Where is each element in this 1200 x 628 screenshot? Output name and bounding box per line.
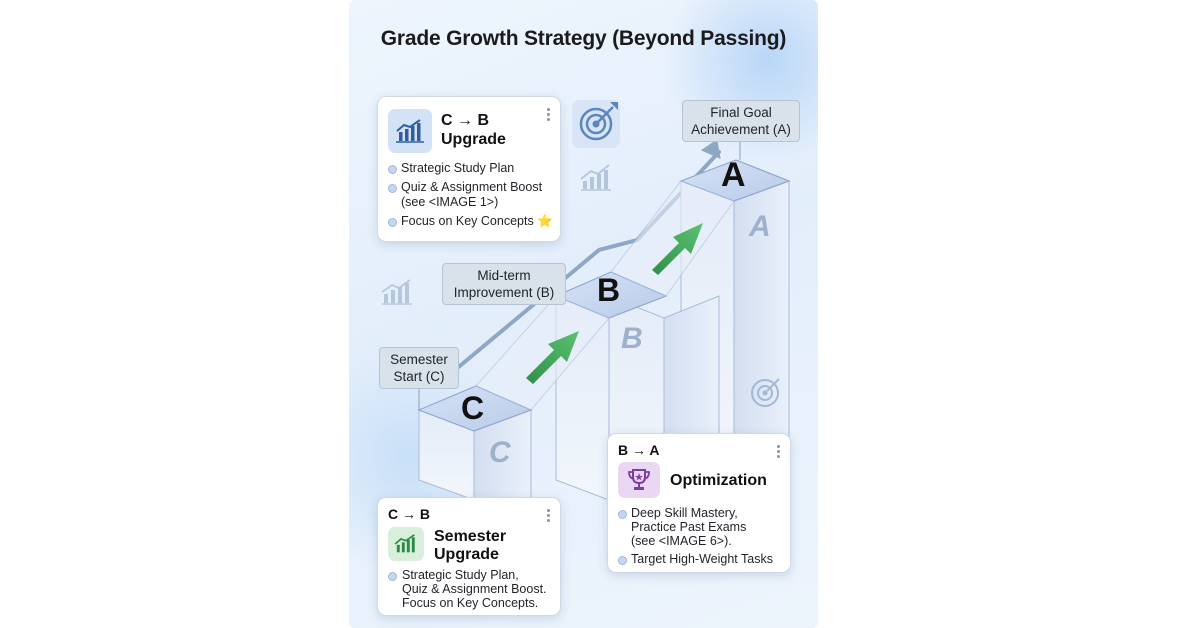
block-c (417, 295, 610, 501)
block-letter-a-front: A (749, 210, 771, 243)
list-item: Target High-Weight Tasks (618, 552, 786, 567)
bullet-dot (388, 572, 397, 581)
card-title: C → B Upgrade (441, 112, 506, 148)
block-letter-a: A (721, 156, 746, 194)
trophy-icon (618, 462, 660, 498)
green-arrow-c-to-b (526, 331, 579, 384)
card-title: Optimization (670, 472, 767, 489)
more-options-icon[interactable] (777, 443, 780, 460)
label-mid-term: Mid-term Improvement (B) (442, 263, 566, 305)
chart-up-icon (381, 279, 412, 305)
list-item: Deep Skill Mastery, Practice Past Exams … (618, 506, 786, 548)
bullet-list: Deep Skill Mastery, Practice Past Exams … (618, 506, 786, 571)
target-icon (751, 378, 780, 407)
card-text: Strategic Study Plan, Quiz & Assignment … (402, 568, 547, 610)
label-semester-start: Semester Start (C) (379, 347, 459, 389)
list-item: Strategic Study Plan (388, 161, 556, 176)
target-icon (572, 100, 620, 148)
block-letter-b: B (597, 272, 621, 308)
block-letter-c: C (461, 390, 485, 426)
card-c-to-b-upgrade[interactable]: C → B Upgrade Strategic Study Plan Quiz … (377, 96, 561, 242)
list-item: Quiz & Assignment Boost (see <IMAGE 1>) (388, 180, 556, 210)
bullet-list: Strategic Study Plan Quiz & Assignment B… (388, 161, 556, 233)
trend-arrow-head (700, 139, 721, 159)
infographic-panel: Grade Growth Strategy (Beyond Passing) (349, 0, 818, 628)
more-options-icon[interactable] (547, 106, 550, 123)
chart-up-icon (388, 109, 432, 153)
green-arrow-b-to-a (652, 223, 703, 275)
card-optimization[interactable]: B → A Optimization Deep Skill Mastery, P… (607, 433, 791, 573)
more-options-icon[interactable] (547, 507, 550, 524)
chart-up-icon (388, 527, 424, 561)
card-heading: C → B (388, 506, 430, 522)
page-title: Grade Growth Strategy (Beyond Passing) (380, 27, 787, 50)
label-final-goal: Final Goal Achievement (A) (682, 100, 800, 142)
chart-up-icon (580, 164, 611, 191)
card-title: Semester Upgrade (434, 528, 507, 563)
card-semester-upgrade[interactable]: C → B Semester Upgrade Strategic Study P… (377, 497, 561, 616)
list-item: Focus on Key Concepts ⭐ (388, 214, 556, 229)
card-heading: B → A (618, 442, 660, 458)
block-letter-b-front: B (621, 322, 643, 355)
block-letter-c-front: C (489, 436, 511, 469)
